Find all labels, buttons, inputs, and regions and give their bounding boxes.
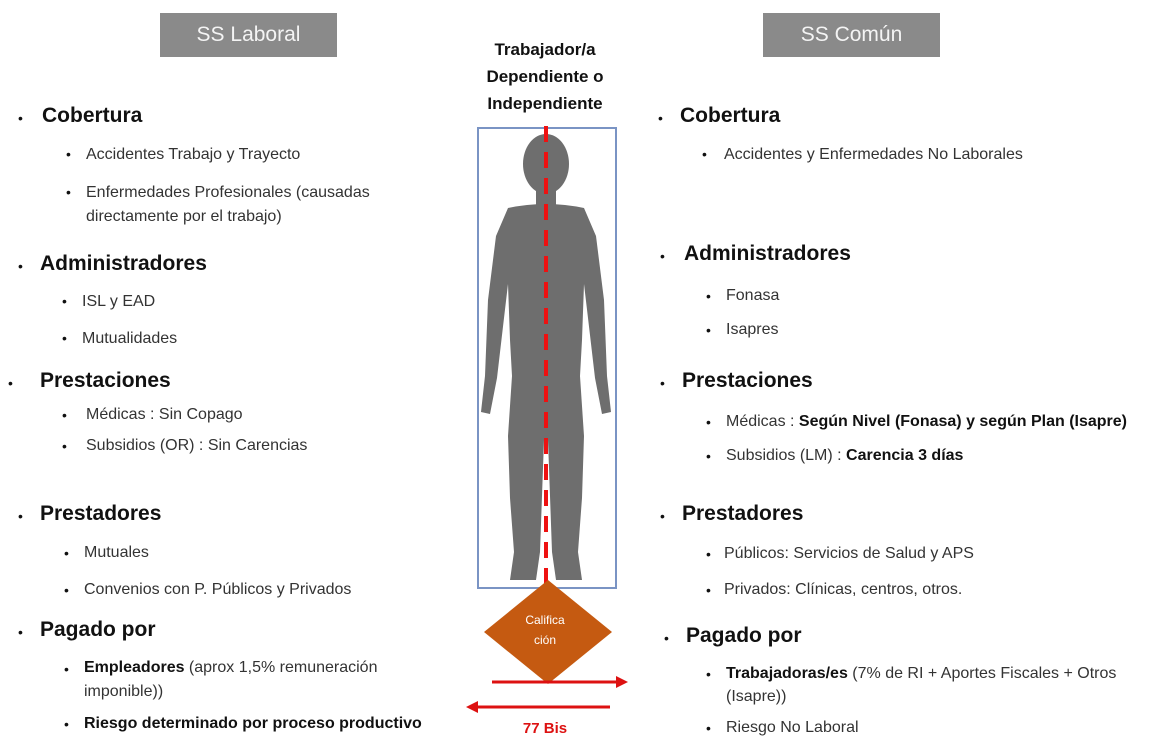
- left-pagado-riesgo-bold: Riesgo determinado por proceso productiv…: [84, 715, 422, 732]
- bullet-icon: •: [664, 630, 669, 646]
- bullet-icon: •: [706, 322, 711, 338]
- right-prestaciones-title: Prestaciones: [682, 369, 813, 393]
- center-title-line-3: Independiente: [470, 90, 620, 117]
- bullet-icon: •: [660, 508, 665, 524]
- bullet-icon: •: [658, 110, 663, 126]
- bullet-icon: •: [66, 184, 71, 200]
- right-prestaciones-subsidios: Subsidios (LM) : Carencia 3 días: [726, 443, 963, 468]
- left-cobertura-item-2: Enfermedades Profesionales (causadas: [86, 180, 370, 205]
- left-cobertura-title: Cobertura: [42, 104, 142, 128]
- left-cobertura-item-2-cont: directamente por el trabajo): [86, 204, 282, 229]
- bullet-icon: •: [18, 624, 23, 640]
- left-pagado-empleadores-rest: (aprox 1,5% remuneración: [184, 659, 377, 676]
- arrow-left-head: [466, 701, 478, 713]
- left-pagado-empleadores-bold: Empleadores: [84, 659, 184, 676]
- right-cobertura-title: Cobertura: [680, 104, 780, 128]
- left-pagado-riesgo: Riesgo determinado por proceso productiv…: [84, 711, 422, 736]
- bullet-icon: •: [706, 720, 711, 736]
- bullet-icon: •: [62, 293, 67, 309]
- left-prestaciones-title: Prestaciones: [40, 369, 171, 393]
- right-admin-item-1: Fonasa: [726, 283, 779, 308]
- figure-frame: [478, 128, 616, 588]
- left-administradores-title: Administradores: [40, 252, 207, 276]
- bullet-icon: •: [18, 258, 23, 274]
- right-administradores-title: Administradores: [684, 242, 851, 266]
- arrow-label-77-bis: 77 Bis: [520, 720, 570, 737]
- left-prestadores-title: Prestadores: [40, 502, 161, 526]
- bullet-icon: •: [18, 110, 23, 126]
- bullet-icon: •: [64, 582, 69, 598]
- bullet-icon: •: [62, 407, 67, 423]
- bullet-icon: •: [66, 146, 71, 162]
- right-pagado-trabajadores-bold: Trabajadoras/es: [726, 665, 848, 682]
- bullet-icon: •: [64, 716, 69, 732]
- bullet-icon: •: [62, 438, 67, 454]
- bullet-icon: •: [62, 330, 67, 346]
- left-prestadores-item-1: Mutuales: [84, 540, 149, 565]
- bullet-icon: •: [64, 545, 69, 561]
- bullet-icon: •: [706, 666, 711, 682]
- bullet-icon: •: [18, 508, 23, 524]
- left-admin-item-2: Mutualidades: [82, 326, 177, 351]
- right-pagado-trabajadores-cont: (Isapre)): [726, 684, 786, 709]
- right-pagado-riesgo: Riesgo No Laboral: [726, 715, 859, 740]
- left-prestaciones-item-1: Médicas : Sin Copago: [86, 402, 243, 427]
- header-ss-comun-label: SS Común: [801, 23, 903, 47]
- bullet-icon: •: [706, 414, 711, 430]
- center-title-line-1: Trabajador/a: [470, 36, 620, 63]
- right-cobertura-item-1: Accidentes y Enfermedades No Laborales: [724, 142, 1023, 167]
- bullet-icon: •: [8, 375, 13, 391]
- center-title-line-2: Dependiente o: [470, 63, 620, 90]
- left-pagado-empleadores-cont: imponible)): [84, 679, 163, 704]
- right-prestaciones-medicas-bold: Según Nivel (Fonasa) y según Plan (Isapr…: [799, 413, 1127, 430]
- diamond-label: Califica ción: [510, 610, 580, 650]
- bullet-icon: •: [702, 146, 707, 162]
- center-title: Trabajador/a Dependiente o Independiente: [470, 36, 620, 117]
- right-prestadores-title: Prestadores: [682, 502, 803, 526]
- left-pagado-title: Pagado por: [40, 618, 156, 642]
- right-prestadores-item-2: Privados: Clínicas, centros, otros.: [724, 577, 962, 602]
- bullet-icon: •: [64, 661, 69, 677]
- bullet-icon: •: [660, 248, 665, 264]
- left-prestaciones-item-2: Subsidios (OR) : Sin Carencias: [86, 433, 307, 458]
- right-pagado-title: Pagado por: [686, 624, 802, 648]
- left-pagado-empleadores: Empleadores (aprox 1,5% remuneración: [84, 655, 377, 680]
- right-prestaciones-medicas-label: Médicas :: [726, 413, 799, 430]
- right-pagado-trabajadores-rest: (7% de RI + Aportes Fiscales + Otros: [848, 665, 1117, 682]
- human-silhouette-icon: [481, 134, 611, 580]
- bullet-icon: •: [706, 546, 711, 562]
- arrow-right-head: [616, 676, 628, 688]
- header-ss-laboral-label: SS Laboral: [197, 23, 301, 47]
- diamond-label-line-2: ción: [510, 630, 580, 650]
- left-prestadores-item-2: Convenios con P. Públicos y Privados: [84, 577, 351, 602]
- right-prestadores-item-1: Públicos: Servicios de Salud y APS: [724, 541, 974, 566]
- bullet-icon: •: [660, 375, 665, 391]
- right-prestaciones-medicas: Médicas : Según Nivel (Fonasa) y según P…: [726, 409, 1127, 434]
- right-pagado-trabajadores: Trabajadoras/es (7% de RI + Aportes Fisc…: [726, 661, 1116, 686]
- right-prestaciones-subsidios-bold: Carencia 3 días: [846, 447, 963, 464]
- diamond-label-line-1: Califica: [510, 610, 580, 630]
- bullet-icon: •: [706, 288, 711, 304]
- right-admin-item-2: Isapres: [726, 317, 778, 342]
- right-prestaciones-subsidios-label: Subsidios (LM) :: [726, 447, 846, 464]
- header-ss-laboral: SS Laboral: [160, 13, 337, 57]
- left-admin-item-1: ISL y EAD: [82, 289, 155, 314]
- left-cobertura-item-1: Accidentes Trabajo y Trayecto: [86, 142, 300, 167]
- bullet-icon: •: [706, 582, 711, 598]
- header-ss-comun: SS Común: [763, 13, 940, 57]
- bullet-icon: •: [706, 448, 711, 464]
